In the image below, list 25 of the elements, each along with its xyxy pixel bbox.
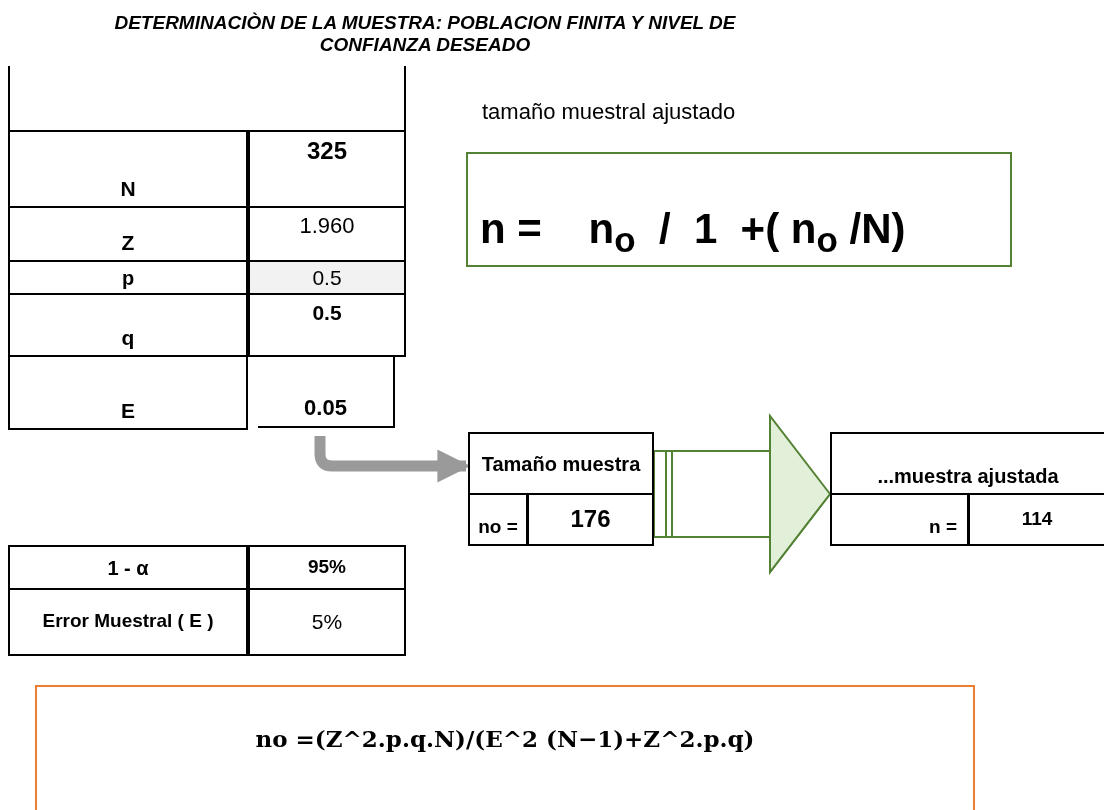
- result-value: 176: [527, 494, 654, 546]
- parameter-value: 0.05: [258, 357, 395, 428]
- parameter-value: 95%: [248, 545, 406, 590]
- parameter-label: 1 - α: [8, 545, 248, 590]
- parameter-label: q: [8, 295, 248, 357]
- parameter-label: Error Muestral ( E ): [8, 589, 248, 656]
- formula-box: no =(Z^2.p.q.N)/(E^2 (N−1)+Z^2.p.q): [35, 685, 975, 810]
- arrow: [314, 436, 471, 483]
- formula-box: n = n$_{o}$ / 1 +( n$_{o}$ /N): [466, 152, 1012, 267]
- table-label: no =: [468, 494, 528, 546]
- parameter-label: N: [8, 130, 248, 208]
- result-value: 114: [968, 494, 1104, 546]
- block-arrow: [653, 415, 831, 575]
- diagram-title: DETERMINACIÒN DE LA MUESTRA: POBLACION FINITA Y NIVEL DE CONFIANZA DESEADO: [113, 12, 737, 56]
- table-header: ...muestra ajustada: [830, 432, 1104, 495]
- formula-heading: tamaño muestral ajustado: [482, 99, 736, 125]
- parameter-value: 0.5: [248, 295, 406, 357]
- parameter-value: 5%: [248, 589, 406, 656]
- parameter-label: p: [8, 262, 248, 295]
- table-header: Tamaño muestra: [468, 432, 654, 495]
- parameter-label: E: [8, 357, 248, 430]
- parameter-value: 325: [248, 130, 406, 208]
- table-label: n =: [830, 494, 969, 546]
- parameter-label: Z: [8, 208, 248, 262]
- parameter-value: 0.5: [248, 262, 406, 295]
